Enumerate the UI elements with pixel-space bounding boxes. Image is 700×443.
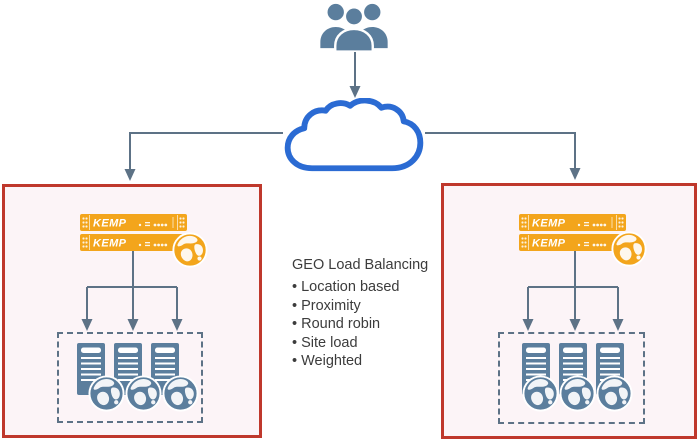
arrowhead-cloud (349, 86, 361, 98)
geo-lb-description: GEO Load Balancing • Location based • Pr… (292, 256, 432, 371)
description-title: GEO Load Balancing (292, 257, 429, 273)
kemp-logo-text: KEMP (93, 218, 127, 230)
internet-cloud-icon (281, 98, 427, 178)
kemp-logo-text: KEMP (532, 238, 566, 250)
server-pool-left (57, 332, 203, 423)
description-item: • Round robin (292, 316, 381, 333)
users-group-icon (316, 2, 392, 52)
flow-cloud-to-right-site (425, 132, 576, 168)
description-item: • Site load (292, 334, 358, 351)
arrowhead-right-site (569, 168, 581, 180)
kemp-appliance: KEMP (519, 214, 626, 231)
geo-globe-icon (610, 230, 648, 268)
flow-cloud-to-left-site (129, 132, 283, 169)
kemp-lb-stack-right: KEMP KEMP (519, 214, 626, 251)
description-item: • Proximity (292, 297, 361, 314)
kemp-logo-text: KEMP (93, 238, 127, 250)
kemp-appliance: KEMP (519, 234, 626, 251)
server-globe-icon (521, 374, 560, 413)
server-globe-icon (87, 374, 126, 413)
server-globe-icon (124, 374, 163, 413)
description-item: • Location based (292, 279, 400, 295)
server-globe-icon (558, 374, 597, 413)
kemp-appliance: KEMP (80, 234, 187, 251)
arrowhead-left-site (124, 169, 136, 181)
description-item: • Weighted (292, 353, 363, 370)
kemp-logo-text: KEMP (532, 218, 566, 230)
kemp-appliance: KEMP (80, 214, 187, 231)
server-globe-icon (595, 374, 634, 413)
geo-globe-icon (171, 231, 209, 269)
server-pool-right (498, 332, 645, 424)
kemp-lb-stack-left: KEMP KEMP (80, 214, 187, 251)
server-globe-icon (161, 374, 200, 413)
